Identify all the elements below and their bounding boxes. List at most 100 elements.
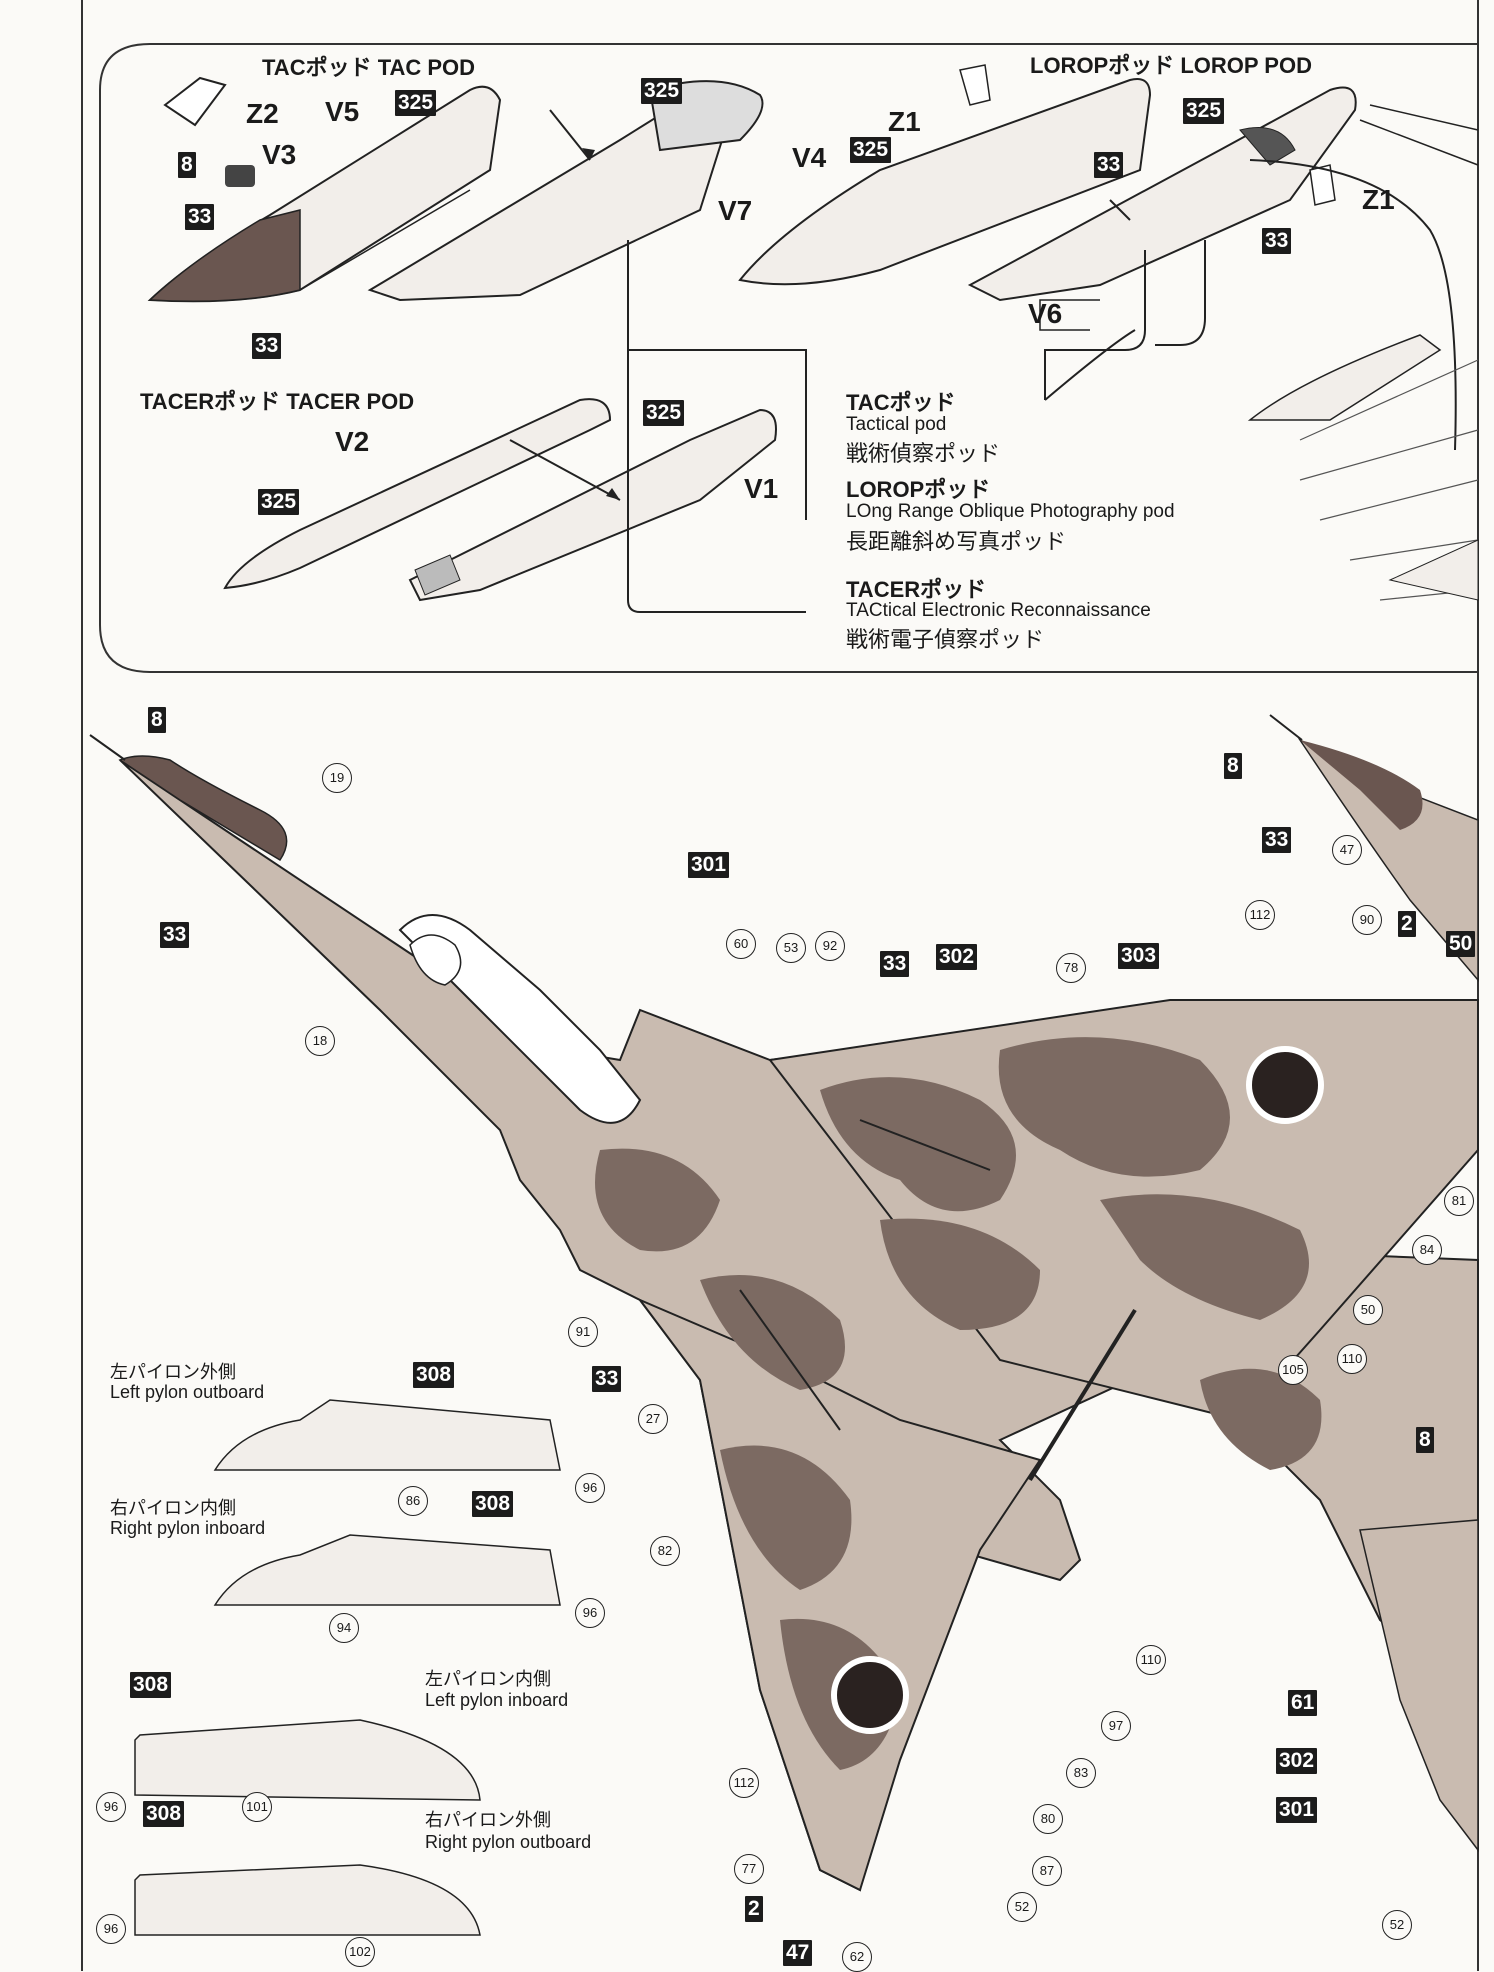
pylon-3-en: Left pylon inboard: [425, 1690, 569, 1710]
part-303: 303: [1118, 943, 1160, 969]
decal-92: 92: [815, 931, 845, 961]
decal-62: 62: [842, 1942, 872, 1972]
tacer-part-325: 325: [258, 489, 300, 515]
tacer-pod-title: TACERポッド TACER POD: [140, 389, 415, 414]
pylon-3-decal-b: 96: [96, 1792, 126, 1822]
lorop-part-325: 325: [850, 137, 892, 163]
decal-18: 18: [305, 1026, 335, 1056]
lorop-z1-label-2: Z1: [1362, 184, 1395, 215]
pylon-2-jp: 右パイロン内側: [110, 1498, 236, 1518]
tac-pod-part-325: 325: [641, 78, 683, 104]
decal-112-lower: 112: [729, 1768, 759, 1798]
legend-lorop-heading: LOROPポッド: [846, 477, 991, 502]
pylon-4-en: Right pylon outboard: [425, 1832, 592, 1852]
pylon-1-decal-a: 86: [398, 1486, 428, 1516]
legend-tac-heading: TACポッド: [846, 390, 956, 415]
part-301: 301: [688, 852, 730, 878]
tac-v3-label: V3: [262, 139, 297, 170]
pylon-4-part: 308: [143, 1801, 185, 1827]
part-47: 47: [783, 1940, 813, 1966]
decal-83: 83: [1066, 1758, 1096, 1788]
lorop-part-33-lower: 33: [1262, 228, 1292, 254]
decal-52-tail: 52: [1382, 1910, 1412, 1940]
pylon-4-decal-a: 102: [345, 1937, 375, 1967]
decal-27: 27: [638, 1404, 668, 1434]
pylon-1-jp: 左パイロン外側: [110, 1362, 236, 1382]
legend-lorop-japanese: 長距離斜め写真ポッド: [846, 529, 1067, 554]
pylon-4-decal-b: 96: [96, 1914, 126, 1944]
part-61: 61: [1288, 1690, 1318, 1716]
lorop-pod-title: LOROPポッド LOROP POD: [1030, 53, 1312, 78]
tacer-v1-label: V1: [744, 473, 779, 504]
decal-91: 91: [568, 1317, 598, 1347]
legend-lorop-english: LOng Range Oblique Photography pod: [846, 501, 1175, 522]
decal-78: 78: [1056, 953, 1086, 983]
tac-part-8: 8: [178, 152, 196, 178]
part-33-right: 33: [1262, 827, 1292, 853]
tac-v4-label: V4: [792, 142, 827, 173]
lorop-pod-drawing: [738, 64, 1479, 601]
part-33-nose: 33: [160, 922, 190, 948]
pylon-1-decal-b: 96: [575, 1473, 605, 1503]
pylon-2-decal-b: 96: [575, 1598, 605, 1628]
part-301-tail: 301: [1276, 1797, 1318, 1823]
tac-z2-label: Z2: [246, 98, 279, 129]
lorop-v7-label: V7: [718, 195, 753, 226]
pylon-1-part: 308: [413, 1362, 455, 1388]
decal-110-lower: 110: [1136, 1645, 1166, 1675]
decal-80: 80: [1033, 1804, 1063, 1834]
part-8-nose: 8: [148, 707, 166, 733]
decal-77: 77: [734, 1854, 764, 1884]
decal-112: 112: [1245, 900, 1275, 930]
decal-60: 60: [726, 929, 756, 959]
tac-part-33: 33: [185, 204, 215, 230]
pylon-4-jp: 右パイロン外側: [425, 1810, 551, 1830]
decal-87: 87: [1032, 1856, 1062, 1886]
part-50: 50: [1446, 931, 1476, 957]
part-302-tail: 302: [1276, 1748, 1318, 1774]
part-8-tail: 8: [1416, 1427, 1434, 1453]
lorop-pod-part-325: 325: [1183, 98, 1225, 124]
decal-19: 19: [322, 763, 352, 793]
part-2-lower: 2: [745, 1896, 763, 1922]
tacer-pod-drawing: [223, 398, 777, 602]
decal-81: 81: [1444, 1186, 1474, 1216]
legend-tacer-english: TACtical Electronic Reconnaissance: [846, 600, 1151, 621]
tac-part-325: 325: [395, 90, 437, 116]
decal-105: 105: [1278, 1355, 1308, 1385]
aircraft-camouflage-drawing: [89, 714, 1479, 1892]
pylon-2-decal-a: 94: [329, 1613, 359, 1643]
decal-110: 110: [1337, 1344, 1367, 1374]
decal-50: 50: [1353, 1295, 1383, 1325]
part-33-wing: 33: [592, 1366, 622, 1392]
legend-tac-english: Tactical pod: [846, 414, 947, 435]
decal-97: 97: [1101, 1711, 1131, 1741]
tacer-v2-label: V2: [335, 426, 370, 457]
decal-84: 84: [1412, 1235, 1442, 1265]
pylon-3-part: 308: [130, 1672, 172, 1698]
decal-53: 53: [776, 933, 806, 963]
legend-tacer-heading: TACERポッド: [846, 577, 987, 602]
part-302: 302: [936, 944, 978, 970]
tacer-pod-part-325: 325: [643, 400, 685, 426]
part-2-upper: 2: [1398, 911, 1416, 937]
decal-47: 47: [1332, 835, 1362, 865]
lorop-part-33: 33: [1094, 152, 1124, 178]
tac-part-33-lower: 33: [252, 333, 282, 359]
tac-pod-title: TACポッド TAC POD: [262, 55, 476, 80]
part-33-upper: 33: [880, 951, 910, 977]
lorop-v6-label: V6: [1028, 298, 1063, 329]
tac-v5-label: V5: [325, 96, 360, 127]
lorop-z1-label: Z1: [888, 106, 921, 137]
pylon-2-en: Right pylon inboard: [110, 1518, 266, 1538]
pylon-1-en: Left pylon outboard: [110, 1382, 265, 1402]
pylon-drawings: [134, 1399, 561, 1936]
legend-tac-japanese: 戦術偵察ポッド: [846, 441, 1001, 466]
pylon-3-decal-a: 101: [242, 1792, 272, 1822]
pylon-2-part: 308: [472, 1491, 514, 1517]
tac-pod-drawing: [147, 76, 764, 303]
decal-90: 90: [1352, 905, 1382, 935]
pylon-3-jp: 左パイロン内側: [425, 1669, 551, 1689]
part-8-right: 8: [1224, 753, 1242, 779]
